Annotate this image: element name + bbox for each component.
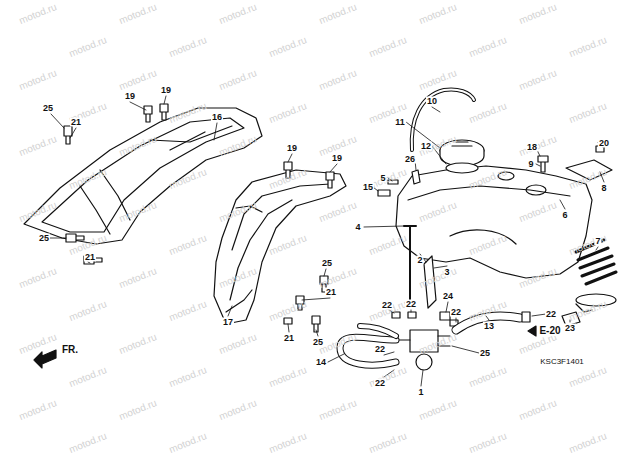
watermark: motod.ru (468, 35, 508, 59)
callout-number: 8 (600, 184, 607, 193)
watermark: motod.ru (318, 68, 358, 92)
callout-number: 22 (405, 300, 417, 309)
callout-number: 19 (160, 86, 172, 95)
watermark: motod.ru (468, 365, 508, 389)
watermark: motod.ru (268, 101, 308, 125)
watermark: motod.ru (68, 431, 108, 455)
watermark: motod.ru (268, 431, 308, 455)
watermark: motod.ru (568, 431, 608, 455)
watermark: motod.ru (468, 431, 508, 455)
callout-number: 25 (42, 104, 54, 113)
callout-number: 24 (442, 292, 454, 301)
callout-number: 21 (283, 334, 295, 343)
watermark: motod.ru (118, 266, 158, 290)
watermark: motod.ru (68, 35, 108, 59)
watermark: motod.ru (168, 233, 208, 257)
callout-number: 26 (404, 155, 416, 164)
callout-number: 25 (479, 349, 491, 358)
watermark: motod.ru (568, 365, 608, 389)
diagram-code: E-20 (538, 326, 561, 336)
watermark: motod.ru (118, 398, 158, 422)
watermark: motod.ru (318, 398, 358, 422)
callout-number: 22 (450, 308, 462, 317)
watermark: motod.ru (318, 200, 358, 224)
callout-number: 19 (286, 144, 298, 153)
callout-number: 13 (483, 322, 495, 331)
watermark: motod.ru (568, 35, 608, 59)
watermark: motod.ru (568, 101, 608, 125)
callout-number: 25 (321, 259, 333, 268)
watermark: motod.ru (118, 2, 158, 26)
callout-number: 22 (374, 379, 386, 388)
watermark: motod.ru (268, 233, 308, 257)
callout-number: 2 (416, 256, 423, 265)
watermark: motod.ru (368, 431, 408, 455)
watermark: motod.ru (168, 299, 208, 323)
watermark: motod.ru (418, 2, 458, 26)
diagram-code: KSC3F1401 (539, 358, 585, 366)
watermark: motod.ru (18, 68, 58, 92)
callout-number: 22 (374, 345, 386, 354)
callout-number: 11 (394, 118, 406, 127)
callout-number: 3 (443, 268, 450, 277)
callout-number: 4 (354, 223, 361, 232)
callout-number: 21 (70, 118, 82, 127)
callout-number: 20 (598, 139, 610, 148)
callout-number: 7 (594, 237, 601, 246)
callout-number: 22 (545, 310, 557, 319)
watermark: motod.ru (218, 68, 258, 92)
watermark: motod.ru (268, 35, 308, 59)
watermark: motod.ru (168, 431, 208, 455)
watermark: motod.ru (18, 134, 58, 158)
diagram-code: FR. (61, 345, 79, 355)
watermark: motod.ru (218, 398, 258, 422)
watermark: motod.ru (318, 266, 358, 290)
watermark: motod.ru (418, 266, 458, 290)
watermark: motod.ru (518, 2, 558, 26)
callout-number: 21 (84, 253, 96, 262)
callout-number: 25 (38, 234, 50, 243)
watermark: motod.ru (18, 398, 58, 422)
callout-number: 14 (315, 358, 327, 367)
watermark: motod.ru (268, 365, 308, 389)
watermark: motod.ru (168, 365, 208, 389)
watermark: motod.ru (218, 2, 258, 26)
watermark: motod.ru (118, 68, 158, 92)
callout-number: 25 (312, 338, 324, 347)
watermark: motod.ru (118, 332, 158, 356)
watermark: motod.ru (368, 233, 408, 257)
callout-number: 23 (564, 324, 576, 333)
watermark: motod.ru (368, 35, 408, 59)
callout-number: 22 (381, 301, 393, 310)
watermark: motod.ru (468, 101, 508, 125)
watermark: motod.ru (68, 299, 108, 323)
callout-number: 21 (325, 288, 337, 297)
watermark: motod.ru (218, 332, 258, 356)
watermark: motod.ru (168, 35, 208, 59)
watermark: motod.ru (418, 398, 458, 422)
callout-number: 18 (526, 143, 538, 152)
callout-number: 19 (124, 92, 136, 101)
watermark: motod.ru (318, 2, 358, 26)
watermark: motod.ru (68, 365, 108, 389)
watermark: motod.ru (568, 299, 608, 323)
callout-number: 19 (331, 154, 343, 163)
watermark: motod.ru (18, 266, 58, 290)
callout-number: 1 (417, 388, 424, 397)
callout-number: 16 (211, 113, 223, 122)
callout-number: 15 (362, 183, 374, 192)
callout-number: 5 (379, 174, 386, 183)
callout-number: 12 (420, 142, 432, 151)
callout-number: 10 (426, 97, 438, 106)
watermark: motod.ru (18, 2, 58, 26)
callout-number: 9 (527, 160, 534, 169)
callout-number: 6 (561, 211, 568, 220)
watermark: motod.ru (518, 398, 558, 422)
watermark: motod.ru (518, 68, 558, 92)
callout-number: 17 (222, 318, 234, 327)
